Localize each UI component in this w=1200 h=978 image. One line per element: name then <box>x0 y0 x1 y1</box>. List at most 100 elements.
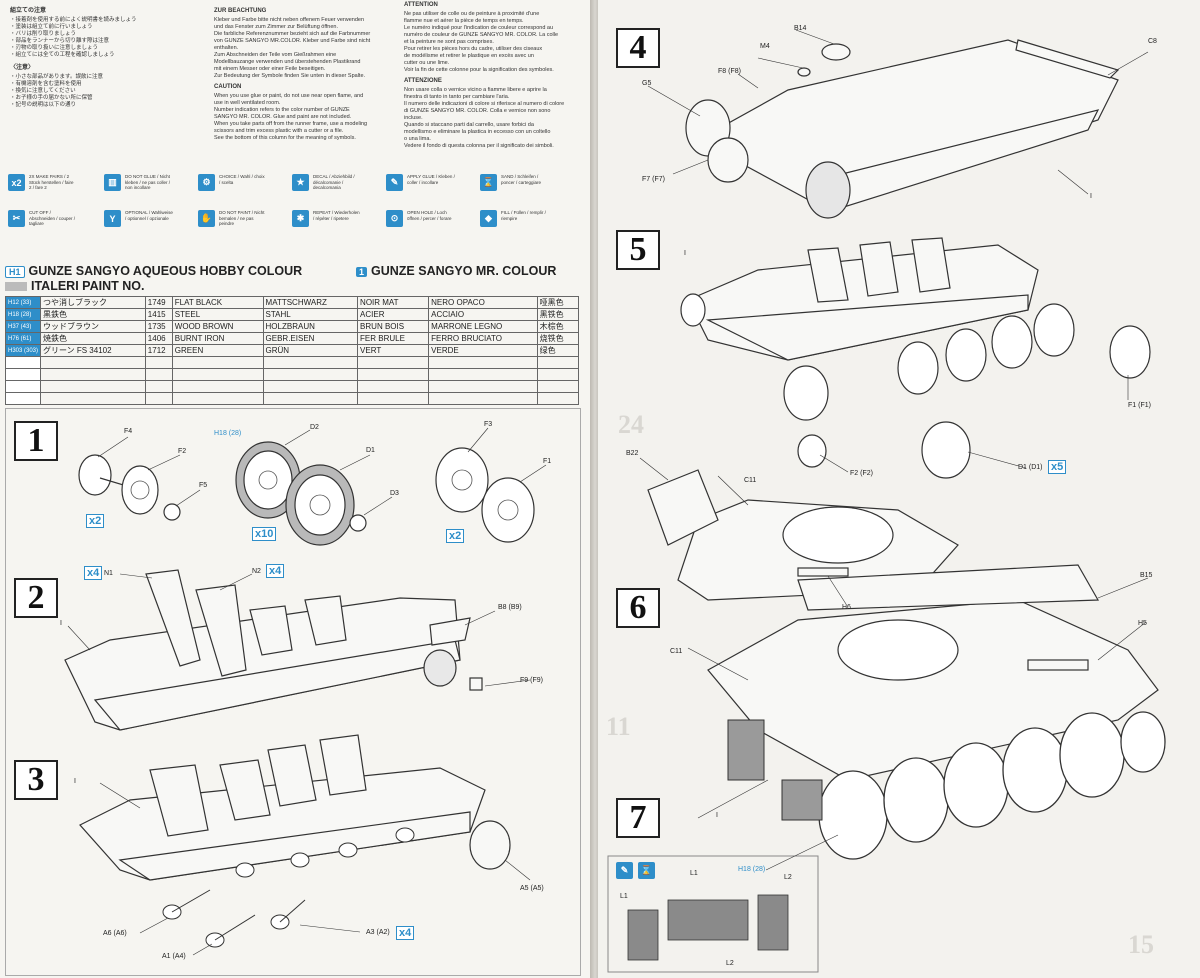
symbol-icon: ◆ <box>480 210 497 227</box>
f2-wheel-hub <box>121 465 159 515</box>
paint-cell-code: H18 (28) <box>4 308 42 321</box>
en-note-line: use in well ventilated room. <box>214 100 281 106</box>
f4-wheel-hub <box>78 454 112 496</box>
paint-cell-code: H303 (303) <box>4 344 42 357</box>
fr-note-line: numéro de couleur de GUNZE SANGYO MR. CO… <box>404 32 559 38</box>
label-i-step5: I <box>684 250 686 257</box>
jp-note-line: ・接着剤を使用する前によく説明書を読みましょう <box>10 17 137 23</box>
bg-page-number-15: 15 <box>1128 930 1154 959</box>
symbol-entry: ✎APPLY GLUE / Kleben / coller / incollar… <box>386 174 455 191</box>
label-f8: F8 (F8) <box>718 68 741 75</box>
symbol-text: CUT OFF / Abschneiden / couper / tagliar… <box>29 210 76 226</box>
label-b22: B22 <box>626 450 639 457</box>
fr-note-line: et la peinture ne sont pas comprises. <box>404 39 494 45</box>
fr-note-line: Voir la fin de cette colonne pour la sig… <box>404 67 554 73</box>
jp-caution-line: ・小さな部品があります。誤飲に注意 <box>10 74 103 80</box>
multiplier-x5: x5 <box>1048 460 1067 474</box>
paint-cell-code: H12 (33) <box>4 296 42 309</box>
multiplier-x4-b: x4 <box>266 564 285 578</box>
label-f4: F4 <box>124 428 133 435</box>
symbol-entry: ✋DO NOT PAINT / Nicht bemalen / ne pas p… <box>198 210 267 227</box>
symbol-icon: ✋ <box>198 210 215 227</box>
fr-notes-title: ATTENTION <box>404 2 438 8</box>
step-2-number: 2 <box>14 578 58 618</box>
label-l2-a: L2 <box>784 874 792 881</box>
label-paint-step7: H18 (28) <box>738 866 766 873</box>
symbol-text: SAND / Schleifen / poncer / carteggiare <box>501 174 542 185</box>
it-note-line: Il numero delle indicazioni di colore si… <box>404 101 565 107</box>
it-notes-title: ATTENZIONE <box>404 78 442 84</box>
symbol-icon: ⊙ <box>386 210 403 227</box>
f5-cap <box>163 503 181 521</box>
jp-caution-line: ・換気に注意してください <box>10 88 76 94</box>
symbol-text: DECAL / Abziehbild / décalcomanie / deca… <box>313 174 355 190</box>
de-note-line: Zur Bedeutung der Symbole finden Sie unt… <box>214 73 366 79</box>
bg-page-number-24: 24 <box>618 410 644 439</box>
label-l2-b: L2 <box>726 960 734 967</box>
label-i-step3: I <box>74 778 76 785</box>
multiplier-x2-a: x2 <box>86 514 105 528</box>
fr-note-line: Ne pas utiliser de colle ou de peinture … <box>404 11 540 17</box>
it-note-line: Non usare colla o vernice vicino a fiamm… <box>404 87 547 93</box>
jp-caution-line: ・有機溶剤を含む塗料を使用 <box>10 81 82 87</box>
fr-note-line: Le numéro indiqué pour l'indication de c… <box>404 25 554 31</box>
f1-sprocket <box>481 477 535 543</box>
step-7-glue-icon: ✎ <box>616 862 633 879</box>
en-notes-title: CAUTION <box>214 84 242 90</box>
label-n1: N1 <box>104 570 113 577</box>
multiplier-x4-c: x4 <box>396 926 415 940</box>
label-b14: B14 <box>794 25 807 32</box>
symbol-icon: x2 <box>8 174 25 191</box>
label-c11-step6: C11 <box>670 648 683 655</box>
jp-note-line: ・塗装は組立て前に行いましょう <box>10 24 93 30</box>
step-5-number: 5 <box>616 230 660 270</box>
jp-note-line: ・刃物の取り扱いに注意しましょう <box>10 45 99 51</box>
symbol-icon: ▥ <box>104 174 121 191</box>
it-note-line: incluse. <box>404 115 423 121</box>
paint-row-empty <box>4 392 580 405</box>
it-note-line: finestra di tanto in tanto per cambiare … <box>404 94 510 100</box>
jp-caution-line: ・お子様の手の届かない所に保管 <box>10 95 93 101</box>
symbol-icon: ✱ <box>292 210 309 227</box>
label-f2: F2 <box>178 448 187 455</box>
jp-caution-line: ・記号の説明は以下の通り <box>10 102 77 108</box>
label-i-step6: I <box>716 812 718 819</box>
it-note-line: Quando si staccano parti dal carrello, u… <box>404 122 534 128</box>
symbol-icon: ✎ <box>386 174 403 191</box>
symbol-icon: ★ <box>292 174 309 191</box>
step-6-number: 6 <box>616 588 660 628</box>
step-5-road-wheels <box>680 293 1151 479</box>
en-note-line: Number indication refers to the color nu… <box>214 107 350 113</box>
symbol-text: FILL / Füllen / remplir / riempire <box>501 210 546 221</box>
de-note-line: von GUNZE SANGYO MR.COLOR. Kleber und Fa… <box>214 38 371 44</box>
fr-note-line: cutter ou une lime. <box>404 60 450 66</box>
it-note-line: modellismo e eliminare la plastica in ec… <box>404 129 551 135</box>
label-f5: F5 <box>199 482 208 489</box>
french-italian-notes: ATTENTION Ne pas utiliser de colle ou de… <box>404 2 584 150</box>
label-c8: C8 <box>1148 38 1157 45</box>
label-a6: A6 (A6) <box>103 930 127 937</box>
de-notes-title: ZUR BEACHTUNG <box>214 8 267 14</box>
label-d1: D1 <box>366 447 375 454</box>
symbol-text: DO NOT PAINT / Nicht bemalen / ne pas pe… <box>219 210 265 226</box>
step-7-sand-icon: ⌛ <box>638 862 655 879</box>
multiplier-x10: x10 <box>252 527 277 541</box>
label-d1-step5: D1 (D1) <box>1018 464 1043 471</box>
steps-4-7-drawing <box>607 29 1166 973</box>
jp-note-line: ・バリは削り取りましょう <box>10 31 77 37</box>
label-f7: F7 (F7) <box>642 176 665 183</box>
label-g5: G5 <box>642 80 652 87</box>
en-note-line: See the bottom of this column for the me… <box>214 135 356 141</box>
h-badge: H1 <box>5 265 25 278</box>
label-f2-step5: F2 (F2) <box>850 470 873 477</box>
step-4-hull <box>685 39 1120 219</box>
de-note-line: enthalten. <box>214 45 239 51</box>
symbol-entry: ▥DO NOT GLUE / Nicht kleben / ne pas col… <box>104 174 173 191</box>
paint-cell-num: 1735 <box>144 320 173 333</box>
label-c11-step5: C11 <box>744 477 757 484</box>
symbol-icon: ✂ <box>8 210 25 227</box>
